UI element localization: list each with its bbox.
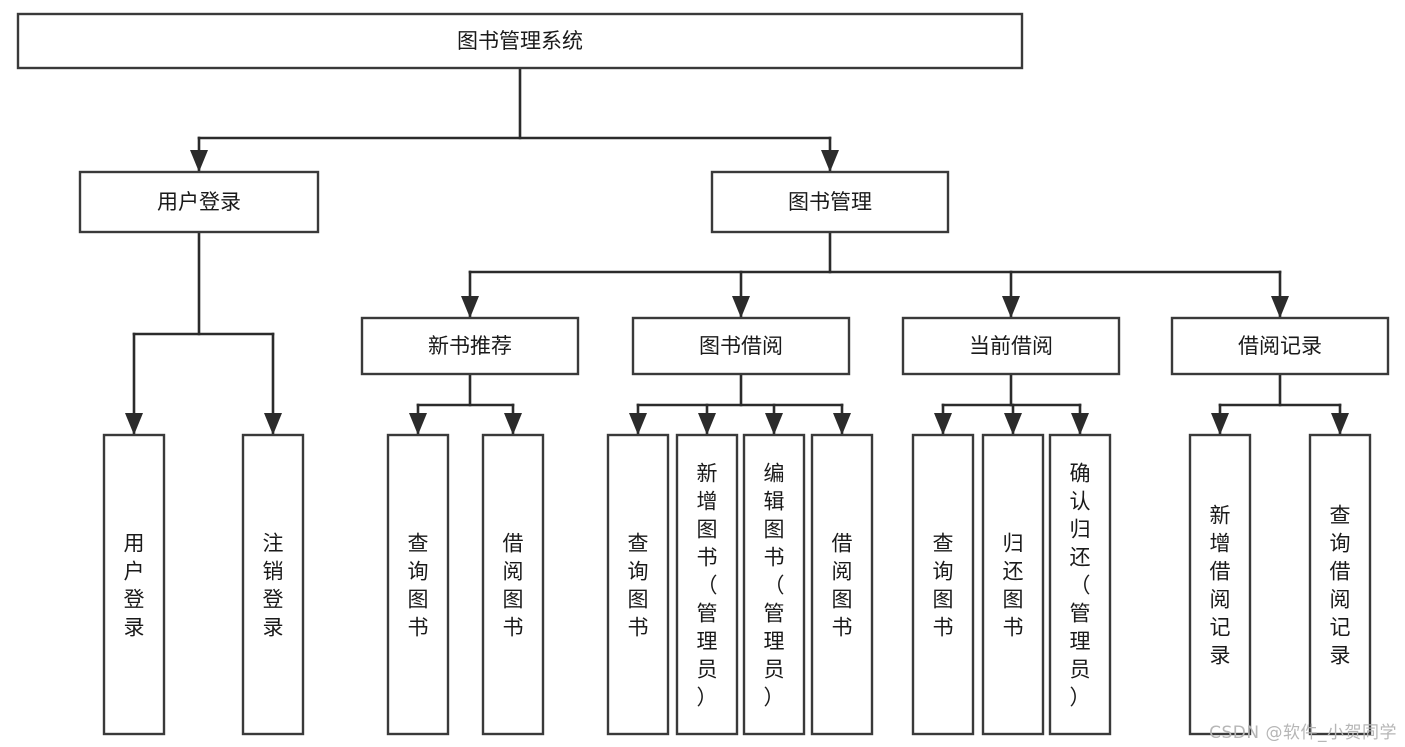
- node-l-querybook-1[interactable]: 查询图书: [386, 433, 450, 736]
- node-l-borrowbook-2[interactable]: 借阅图书: [810, 433, 874, 736]
- node-label: 新增图书（管理员）: [697, 461, 718, 709]
- arrow-head-icon: [833, 413, 851, 435]
- arrow-head-icon: [1271, 296, 1289, 318]
- node-box[interactable]: [360, 316, 580, 376]
- node-l-confirmreturn[interactable]: 确认归还（管理员）: [1048, 433, 1112, 736]
- arrow-head-icon: [1004, 413, 1022, 435]
- node-n-record[interactable]: 借阅记录: [1170, 316, 1390, 376]
- node-box[interactable]: [1188, 433, 1252, 736]
- node-label: 图书借阅: [699, 334, 783, 358]
- arrow-head-icon: [732, 296, 750, 318]
- node-box[interactable]: [911, 433, 975, 736]
- node-box[interactable]: [481, 433, 545, 736]
- arrow-head-icon: [698, 413, 716, 435]
- node-box[interactable]: [710, 170, 950, 234]
- node-box[interactable]: [78, 170, 320, 234]
- arrow-head-icon: [190, 150, 208, 172]
- arrow-head-icon: [1211, 413, 1229, 435]
- arrow-head-icon: [934, 413, 952, 435]
- node-l-querybook-3[interactable]: 查询图书: [911, 433, 975, 736]
- node-label: 图书管理: [788, 190, 872, 214]
- arrow-head-icon: [409, 413, 427, 435]
- node-label: 当前借阅: [969, 334, 1053, 358]
- node-box[interactable]: [1170, 316, 1390, 376]
- node-root[interactable]: 图书管理系统: [16, 12, 1024, 70]
- arrow-head-icon: [264, 413, 282, 435]
- arrow-head-icon: [629, 413, 647, 435]
- node-l-editbook[interactable]: 编辑图书（管理员）: [742, 433, 806, 736]
- node-label: 确认归还（管理员）: [1070, 461, 1091, 709]
- node-label: 查询图书: [628, 531, 649, 639]
- node-n-login[interactable]: 用户登录: [78, 170, 320, 234]
- node-l-querybook-2[interactable]: 查询图书: [606, 433, 670, 736]
- node-box[interactable]: [386, 433, 450, 736]
- node-label: 编辑图书（管理员）: [764, 461, 785, 709]
- node-box[interactable]: [1308, 433, 1372, 736]
- node-box[interactable]: [742, 433, 806, 736]
- node-box[interactable]: [810, 433, 874, 736]
- node-layer: 图书管理系统用户登录图书管理新书推荐图书借阅当前借阅借阅记录用户登录注销登录查询…: [16, 12, 1390, 736]
- node-label: 借阅图书: [832, 531, 853, 639]
- node-label: 查询借阅记录: [1330, 503, 1351, 667]
- node-box[interactable]: [901, 316, 1121, 376]
- node-box[interactable]: [1048, 433, 1112, 736]
- arrow-head-icon: [821, 150, 839, 172]
- node-box[interactable]: [102, 433, 166, 736]
- node-box[interactable]: [675, 433, 739, 736]
- node-l-returnbook[interactable]: 归还图书: [981, 433, 1045, 736]
- node-label: 借阅记录: [1238, 334, 1322, 358]
- arrow-head-icon: [1331, 413, 1349, 435]
- node-box[interactable]: [606, 433, 670, 736]
- node-n-newbook[interactable]: 新书推荐: [360, 316, 580, 376]
- node-box[interactable]: [16, 12, 1024, 70]
- arrow-head-icon: [1002, 296, 1020, 318]
- node-n-current[interactable]: 当前借阅: [901, 316, 1121, 376]
- node-label: 用户登录: [157, 190, 241, 214]
- node-label: 新书推荐: [428, 334, 512, 358]
- node-l-userlogin[interactable]: 用户登录: [102, 433, 166, 736]
- node-label: 查询图书: [933, 531, 954, 639]
- node-label: 用户登录: [124, 531, 145, 639]
- node-l-addbook[interactable]: 新增图书（管理员）: [675, 433, 739, 736]
- node-label: 归还图书: [1003, 531, 1024, 639]
- node-label: 新增借阅记录: [1210, 503, 1231, 667]
- node-n-bookmgmt[interactable]: 图书管理: [710, 170, 950, 234]
- connector-layer: [125, 66, 1349, 436]
- node-l-logout[interactable]: 注销登录: [241, 433, 305, 736]
- node-label: 注销登录: [263, 531, 284, 639]
- node-l-addrecord[interactable]: 新增借阅记录: [1188, 433, 1252, 736]
- watermark-label: CSDN @软件_小贺同学: [1209, 723, 1397, 743]
- node-box[interactable]: [241, 433, 305, 736]
- arrow-head-icon: [1071, 413, 1089, 435]
- arrow-head-icon: [461, 296, 479, 318]
- arrow-head-icon: [504, 413, 522, 435]
- node-box[interactable]: [981, 433, 1045, 736]
- node-label: 借阅图书: [503, 531, 524, 639]
- node-l-queryrecord[interactable]: 查询借阅记录: [1308, 433, 1372, 736]
- arrow-head-icon: [765, 413, 783, 435]
- node-l-borrowbook-1[interactable]: 借阅图书: [481, 433, 545, 736]
- node-n-borrow[interactable]: 图书借阅: [631, 316, 851, 376]
- node-label: 图书管理系统: [457, 29, 583, 53]
- arrow-head-icon: [125, 413, 143, 435]
- node-label: 查询图书: [408, 531, 429, 639]
- node-box[interactable]: [631, 316, 851, 376]
